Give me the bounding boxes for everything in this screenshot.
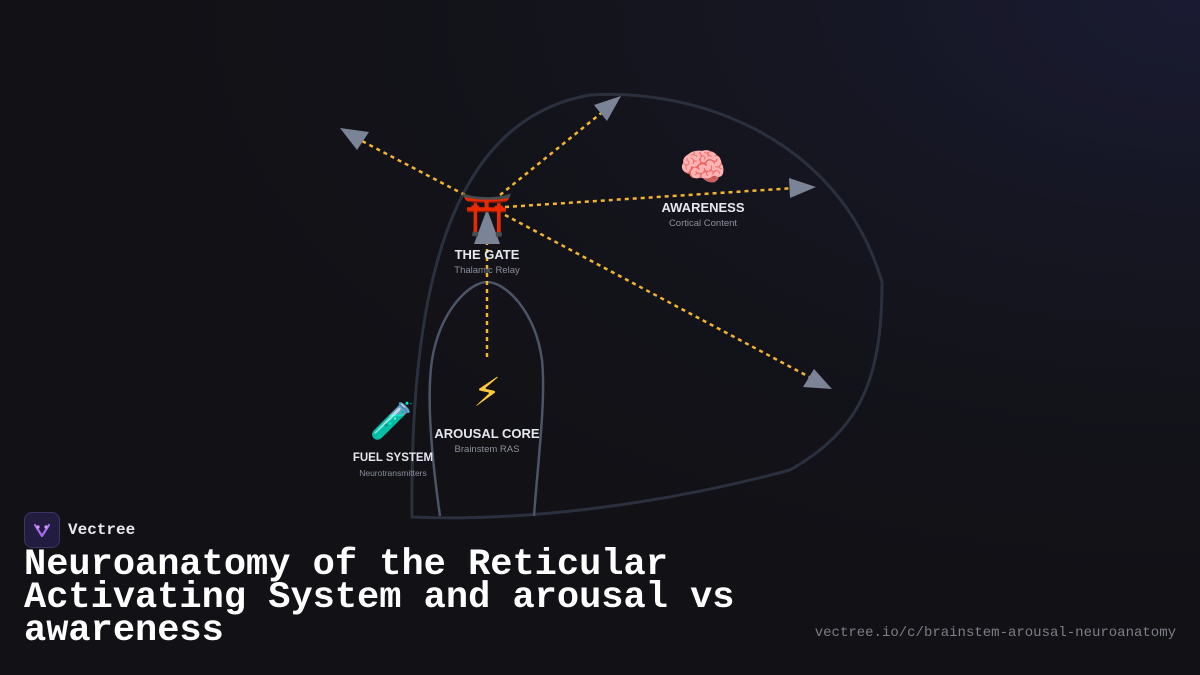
connector-gate-upper-right — [499, 109, 606, 196]
arrowhead-upper-left — [340, 128, 369, 150]
arrowhead-gate — [474, 209, 500, 244]
brain-icon: 🧠 — [679, 145, 726, 189]
connector-gate-upper-left — [359, 138, 466, 197]
arousal-title: AROUSAL CORE — [434, 426, 540, 441]
arrowhead-upper-right — [594, 96, 621, 121]
vectree-logo-icon — [24, 512, 60, 548]
lightning-icon: ⚡ — [473, 370, 501, 416]
arrowheads — [340, 96, 832, 389]
connector-gate-lower-right — [504, 213, 816, 382]
fuel-subtitle: Neurotransmitters — [359, 468, 427, 478]
connector-gate-awareness — [504, 186, 796, 209]
brain-outline — [410, 92, 884, 520]
page-title: Neuroanatomy of the Reticular Activating… — [24, 544, 735, 652]
test-tube-icon: 🧪 — [370, 401, 415, 442]
connectors — [359, 109, 816, 382]
arrowhead-awareness — [789, 178, 816, 198]
gate-title: THE GATE — [455, 247, 520, 262]
brand-name: Vectree — [68, 521, 136, 539]
logo-mark — [33, 523, 51, 538]
fuel-title: FUEL SYSTEM — [353, 452, 433, 464]
arrowhead-lower-right — [803, 369, 832, 389]
gate-subtitle: Thalamic Relay — [454, 265, 520, 276]
awareness-title: AWARENESS — [661, 200, 744, 215]
brand: Vectree — [24, 512, 135, 548]
arousal-subtitle: Brainstem RAS — [455, 444, 520, 455]
source-url[interactable]: vectree.io/c/brainstem-arousal-neuroanat… — [814, 625, 1176, 641]
torii-gate-icon: ⛩️ — [461, 190, 513, 239]
awareness-subtitle: Cortical Content — [669, 218, 737, 229]
